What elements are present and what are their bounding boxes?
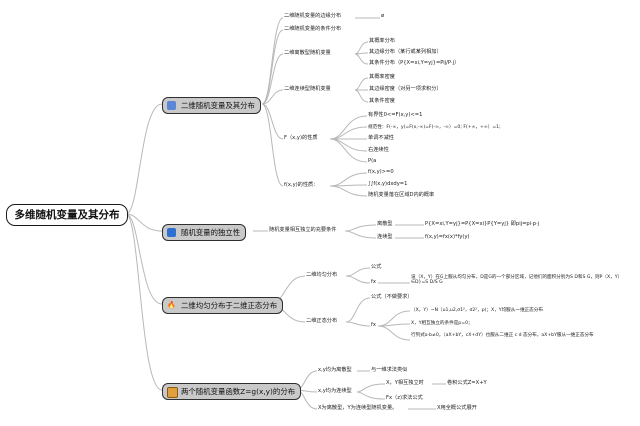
node-pdf-child[interactable]: ∫∫f(x,y)dxdy=1 <box>368 181 408 187</box>
node-pdf-child[interactable]: f(x,y)>=0 <box>368 169 394 175</box>
node-normal-formula[interactable]: 公式（不做要求） <box>371 294 413 300</box>
node-normal-child[interactable]: X，Y相互独立的条件是p=0； <box>411 321 473 326</box>
node-both-discrete[interactable]: x,y均为离散型 <box>318 367 352 373</box>
node-cdf-child[interactable]: 规范性：F(-∞，y)=F(x,-∞)=F(-∞，-∞）=0; F(+∞，+∞）… <box>368 125 501 130</box>
node-discrete-child[interactable]: 其边缘分布（某行或某列相加） <box>369 49 442 55</box>
node-continuous-child[interactable]: 其条件密度 <box>369 98 395 104</box>
node-cdf-child[interactable]: 单调不减性 <box>368 135 394 141</box>
node-marginal[interactable]: 二维随机变量的边缘分布 <box>284 13 342 19</box>
node-uniform-text[interactable]: 设（X，Y）在G上服从均匀分布，D是G的一个部分区域，记他们的面积分别为S D和… <box>411 275 623 286</box>
node-uniform-fx[interactable]: fx <box>371 279 376 285</box>
fire-icon: 🔥 <box>167 301 176 309</box>
section-function-distribution[interactable]: 两个随机变量函数Z=g(x,y)的分布 <box>162 383 302 400</box>
node-continuous-rv[interactable]: 二维连续型随机变量 <box>284 86 331 92</box>
section-joint-distribution[interactable]: 二维随机变量及其分布 <box>162 97 261 114</box>
node-both-continuous[interactable]: x,y均为连续型 <box>318 388 352 394</box>
node-normal-fx[interactable]: fx <box>371 322 376 328</box>
node-mixed[interactable]: X为离散型，Y为连续型随机变量。 <box>318 405 398 411</box>
root-topic[interactable]: 多维随机变量及其分布 <box>6 204 128 226</box>
blue-square-icon <box>167 228 176 237</box>
node-normal-child[interactable]: （X，Y）~N（u1,u2,σ1²，σ2²，p)；X，Y均服从一维正态分布 <box>411 308 543 313</box>
node-discrete-child[interactable]: 其概率分布 <box>369 38 395 44</box>
section-uniform-normal[interactable]: 🔥 二维均匀分布于二维正态分布 <box>162 297 284 314</box>
image-icon <box>167 387 178 398</box>
section-title: 二维均匀分布于二维正态分布 <box>181 301 278 310</box>
node-continuous-child[interactable]: 其概率密度 <box>369 74 395 80</box>
node-independent-case[interactable]: X，Y相互独立时 <box>386 380 424 386</box>
node-pdf-child[interactable]: 随机变量落在区域D内的概率 <box>368 192 435 198</box>
node-discrete-child[interactable]: 其条件分布（P{X=xi,Y=yj}=Pij/P·j） <box>369 60 460 66</box>
node-cdf-child[interactable]: P(a <box>368 158 377 164</box>
node-continuous-child[interactable]: 其边缘密度（对另一项求积分） <box>369 86 442 92</box>
document-icon <box>167 101 176 110</box>
section-title: 二维随机变量及其分布 <box>181 101 255 110</box>
node-both-discrete-child[interactable]: 与一维求法类似 <box>371 367 408 373</box>
node-uniform-formula[interactable]: 公式 <box>371 264 382 270</box>
node-convolution[interactable]: 卷积公式Z=X+Y <box>447 380 487 386</box>
node-mixed-tail[interactable]: X用全概公式展开 <box>437 405 477 411</box>
node-marginal-tail: ø <box>381 13 385 19</box>
node-conditional[interactable]: 二维随机变量的条件分布 <box>284 26 342 32</box>
node-cdf-child[interactable]: 有界性0<=F(x,y)<=1 <box>368 112 423 118</box>
section-title: 两个随机变量函数Z=g(x,y)的分布 <box>181 387 296 396</box>
node-discrete-formula[interactable]: P{X=xi,Y=yj}=P{X=xi}P{Y=yj} 即pij=pi·p·j <box>425 221 540 227</box>
node-fz-method[interactable]: Fx（z)求法公式 <box>386 395 423 401</box>
node-continuous-formula[interactable]: f(x,y)=fx(x)*fy(y) <box>425 234 470 240</box>
node-cdf-properties[interactable]: F（x,y)的性质 <box>284 135 318 141</box>
node-discrete-rv[interactable]: 二维离散型随机变量 <box>284 50 331 56</box>
node-cdf-child[interactable]: 右连续性 <box>368 147 389 153</box>
section-independence[interactable]: 随机变量的独立性 <box>162 224 247 241</box>
section-title: 随机变量的独立性 <box>181 228 241 237</box>
node-continuous-type[interactable]: 连续型 <box>377 234 393 240</box>
node-uniform[interactable]: 二维均匀分布 <box>306 272 338 278</box>
node-normal-child[interactable]: 行列式a·b≠0，（aX+bY，cX+dY）也服从二维正 c d 态分布，aX+… <box>411 333 594 338</box>
node-independence-condition[interactable]: 随机变量相互独立的充要条件 <box>269 227 337 233</box>
node-discrete-type[interactable]: 离散型 <box>377 221 393 227</box>
node-normal[interactable]: 二维正态分布 <box>306 318 338 324</box>
node-pdf-properties[interactable]: f(x,y)的性质： <box>284 182 319 188</box>
